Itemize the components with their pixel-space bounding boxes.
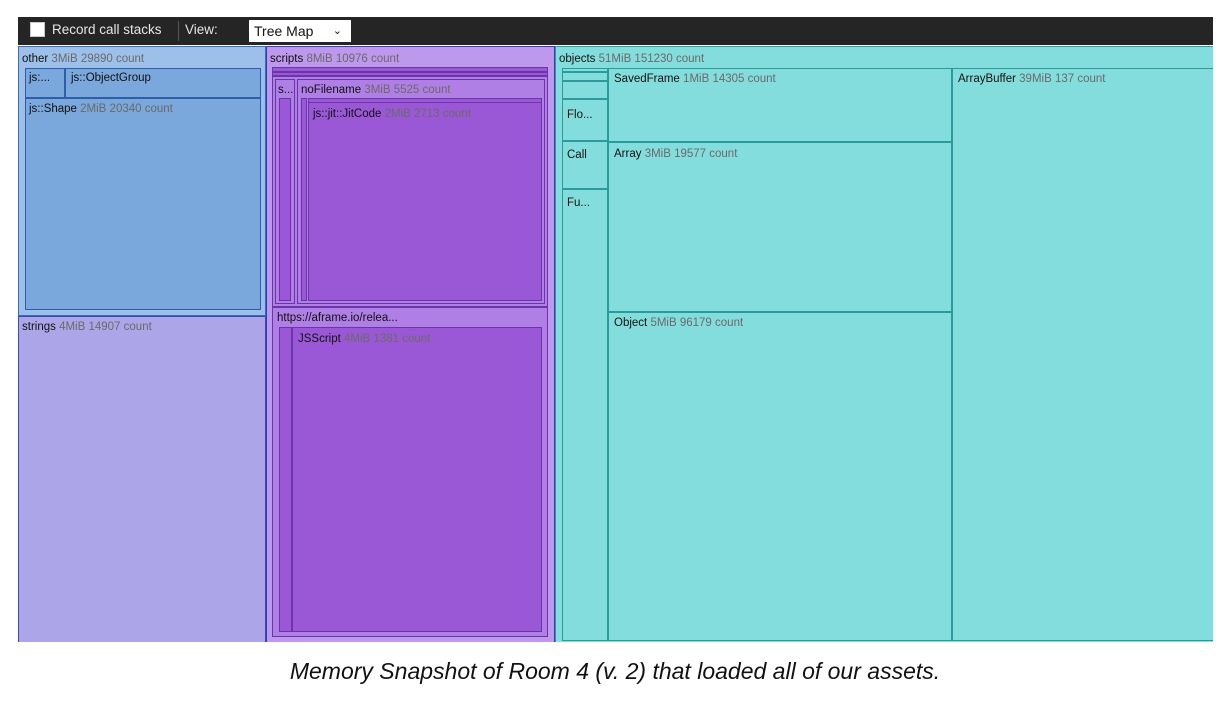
node-strings-label: strings 4MiB 14907 count — [22, 321, 152, 333]
treemap-sliver — [309, 99, 541, 103]
node-s-ellipsis-label: s... — [278, 84, 294, 96]
node-call-label: Call — [567, 149, 587, 161]
node-objectgroup-label: js::ObjectGroup — [71, 72, 151, 84]
treemap-node-strings[interactable]: strings 4MiB 14907 count — [18, 316, 266, 642]
node-scripts-label: scripts 8MiB 10976 count — [270, 53, 400, 65]
treemap-node-s-ellipsis[interactable]: s... — [275, 79, 295, 304]
view-label: View: — [185, 22, 218, 37]
treemap-node-js-ellipsis[interactable]: js:... — [25, 68, 65, 98]
node-array-label: Array 3MiB 19577 count — [614, 148, 738, 160]
figure-caption: Memory Snapshot of Room 4 (v. 2) that lo… — [289, 658, 941, 684]
treemap-sliver — [279, 327, 292, 632]
treemap-node-jitcode[interactable]: js::jit::JitCode 2MiB 2713 count — [308, 98, 542, 301]
view-select-value: Tree Map — [254, 23, 314, 39]
node-aframe-label: https://aframe.io/relea... — [277, 312, 398, 324]
view-select[interactable]: Tree Map ⌄ — [249, 20, 351, 42]
node-jitcode-label: js::jit::JitCode 2MiB 2713 count — [313, 108, 471, 120]
node-other-label: other 3MiB 29890 count — [22, 53, 145, 65]
node-flo-label: Flo... — [567, 109, 593, 121]
treemap-node-objectgroup[interactable]: js::ObjectGroup — [65, 68, 261, 98]
node-js-ellipsis-label: js:... — [29, 72, 51, 84]
treemap-node-other[interactable]: other 3MiB 29890 count js:... js::Object… — [18, 46, 266, 316]
node-nofilename-label: noFilename 3MiB 5525 count — [301, 84, 451, 96]
treemap-node-arraybuffer[interactable]: ArrayBuffer 39MiB 137 count — [952, 68, 1213, 641]
treemap-sliver — [279, 98, 291, 301]
toolbar: Record call stacks View: Tree Map ⌄ — [18, 17, 1213, 45]
tree-map: other 3MiB 29890 count js:... js::Object… — [18, 46, 1213, 642]
treemap-node-scripts[interactable]: scripts 8MiB 10976 count s... noFilename… — [266, 46, 555, 642]
node-jsscript-label: JSScript 4MiB 1381 count — [298, 333, 431, 345]
record-call-stacks-checkbox[interactable] — [30, 22, 45, 37]
treemap-node-objects[interactable]: objects 51MiB 151230 count Flo... Call F… — [555, 46, 1213, 642]
treemap-node-js-shape[interactable]: js::Shape 2MiB 20340 count — [25, 98, 261, 310]
treemap-node-fu[interactable]: Fu... — [562, 189, 608, 641]
treemap-node-jsscript[interactable]: JSScript 4MiB 1381 count — [292, 327, 542, 632]
node-objects-label: objects 51MiB 151230 count — [559, 53, 705, 65]
record-call-stacks-label[interactable]: Record call stacks — [52, 22, 162, 37]
node-fu-label: Fu... — [567, 197, 591, 209]
treemap-node-aframe[interactable]: https://aframe.io/relea... JSScript 4MiB… — [272, 307, 548, 637]
treemap-sliver — [272, 72, 548, 76]
treemap-sliver — [562, 72, 608, 81]
treemap-sliver — [301, 98, 307, 301]
treemap-node-nofilename[interactable]: noFilename 3MiB 5525 count js::jit::JitC… — [297, 79, 545, 304]
chevron-down-icon: ⌄ — [332, 25, 342, 37]
treemap-node-call[interactable]: Call — [562, 141, 608, 189]
treemap-node-nofilename-group[interactable]: s... noFilename 3MiB 5525 count js::jit:… — [272, 76, 548, 307]
treemap-node-savedframe[interactable]: SavedFrame 1MiB 14305 count — [608, 68, 952, 142]
toolbar-separator — [178, 21, 179, 41]
treemap-node-object[interactable]: Object 5MiB 96179 count — [608, 312, 952, 641]
treemap-node-array[interactable]: Array 3MiB 19577 count — [608, 142, 952, 312]
treemap-sliver — [562, 81, 608, 99]
node-js-shape-label: js::Shape 2MiB 20340 count — [29, 103, 173, 115]
treemap-node-flo[interactable]: Flo... — [562, 99, 608, 141]
node-savedframe-label: SavedFrame 1MiB 14305 count — [614, 73, 776, 85]
treemap-sliver — [562, 68, 608, 72]
node-arraybuffer-label: ArrayBuffer 39MiB 137 count — [958, 73, 1106, 85]
treemap-sliver — [272, 67, 548, 72]
node-object-label: Object 5MiB 96179 count — [614, 317, 744, 329]
